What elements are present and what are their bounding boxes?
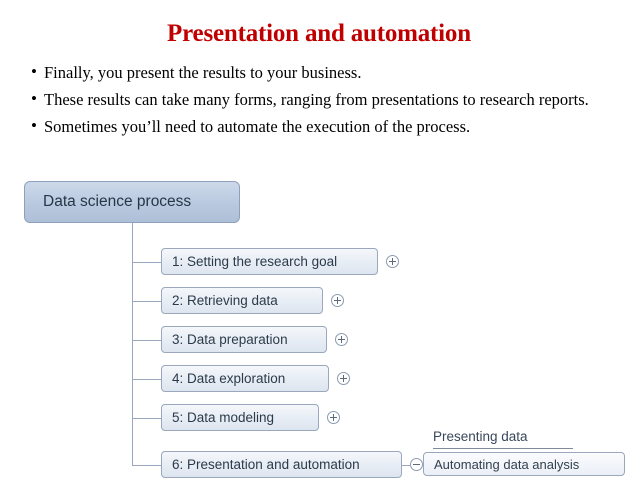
list-item: • Sometimes you’ll need to automate the … bbox=[22, 114, 622, 139]
diagram-step-node-3[interactable]: 3: Data preparation bbox=[161, 326, 327, 353]
list-item-text: These results can take many forms, rangi… bbox=[44, 87, 622, 112]
bullet-marker: • bbox=[31, 62, 37, 81]
diagram-child-divider bbox=[433, 448, 573, 449]
list-item-text: Finally, you present the results to your… bbox=[44, 63, 362, 82]
diagram-step-node-4[interactable]: 4: Data exploration bbox=[161, 365, 329, 392]
diagram-branch-line bbox=[132, 418, 161, 419]
expand-icon-step-1[interactable] bbox=[386, 255, 399, 268]
diagram-branch-line bbox=[132, 465, 161, 466]
diagram-step-node-2[interactable]: 2: Retrieving data bbox=[161, 287, 323, 314]
expand-icon-step-5[interactable] bbox=[327, 411, 340, 424]
expand-icon-step-2[interactable] bbox=[331, 294, 344, 307]
bullet-marker: • bbox=[31, 89, 37, 108]
list-item: • These results can take many forms, ran… bbox=[22, 87, 622, 112]
collapse-icon-step-6[interactable] bbox=[410, 458, 423, 471]
page-title: Presentation and automation bbox=[167, 20, 471, 47]
diagram-step-node-1[interactable]: 1: Setting the research goal bbox=[161, 248, 378, 275]
bullet-marker: • bbox=[31, 116, 37, 135]
diagram-root-node[interactable]: Data science process bbox=[24, 181, 240, 223]
diagram-branch-line bbox=[132, 301, 161, 302]
list-item-text-line1: These results can take many forms, rangi… bbox=[44, 90, 459, 109]
list-item: • Finally, you present the results to yo… bbox=[22, 60, 622, 85]
diagram-child-node-1[interactable]: Presenting data bbox=[433, 429, 528, 444]
list-item-text: Sometimes you’ll need to automate the ex… bbox=[44, 117, 471, 136]
diagram-step-node-5[interactable]: 5: Data modeling bbox=[161, 404, 319, 431]
expand-icon-step-4[interactable] bbox=[337, 372, 350, 385]
diagram-branch-line bbox=[402, 465, 411, 466]
expand-icon-step-3[interactable] bbox=[335, 333, 348, 346]
diagram-trunk-line bbox=[132, 223, 133, 465]
diagram-child-node-2[interactable]: Automating data analysis bbox=[423, 452, 625, 476]
diagram-branch-line bbox=[132, 262, 161, 263]
bullet-list: • Finally, you present the results to yo… bbox=[22, 60, 622, 141]
list-item-text-line2: to research reports. bbox=[462, 90, 589, 109]
diagram-branch-line bbox=[132, 379, 161, 380]
diagram-step-node-6[interactable]: 6: Presentation and automation bbox=[161, 451, 402, 478]
diagram-branch-line bbox=[132, 340, 161, 341]
data-science-process-diagram: Data science process 1: Setting the rese… bbox=[18, 175, 630, 478]
